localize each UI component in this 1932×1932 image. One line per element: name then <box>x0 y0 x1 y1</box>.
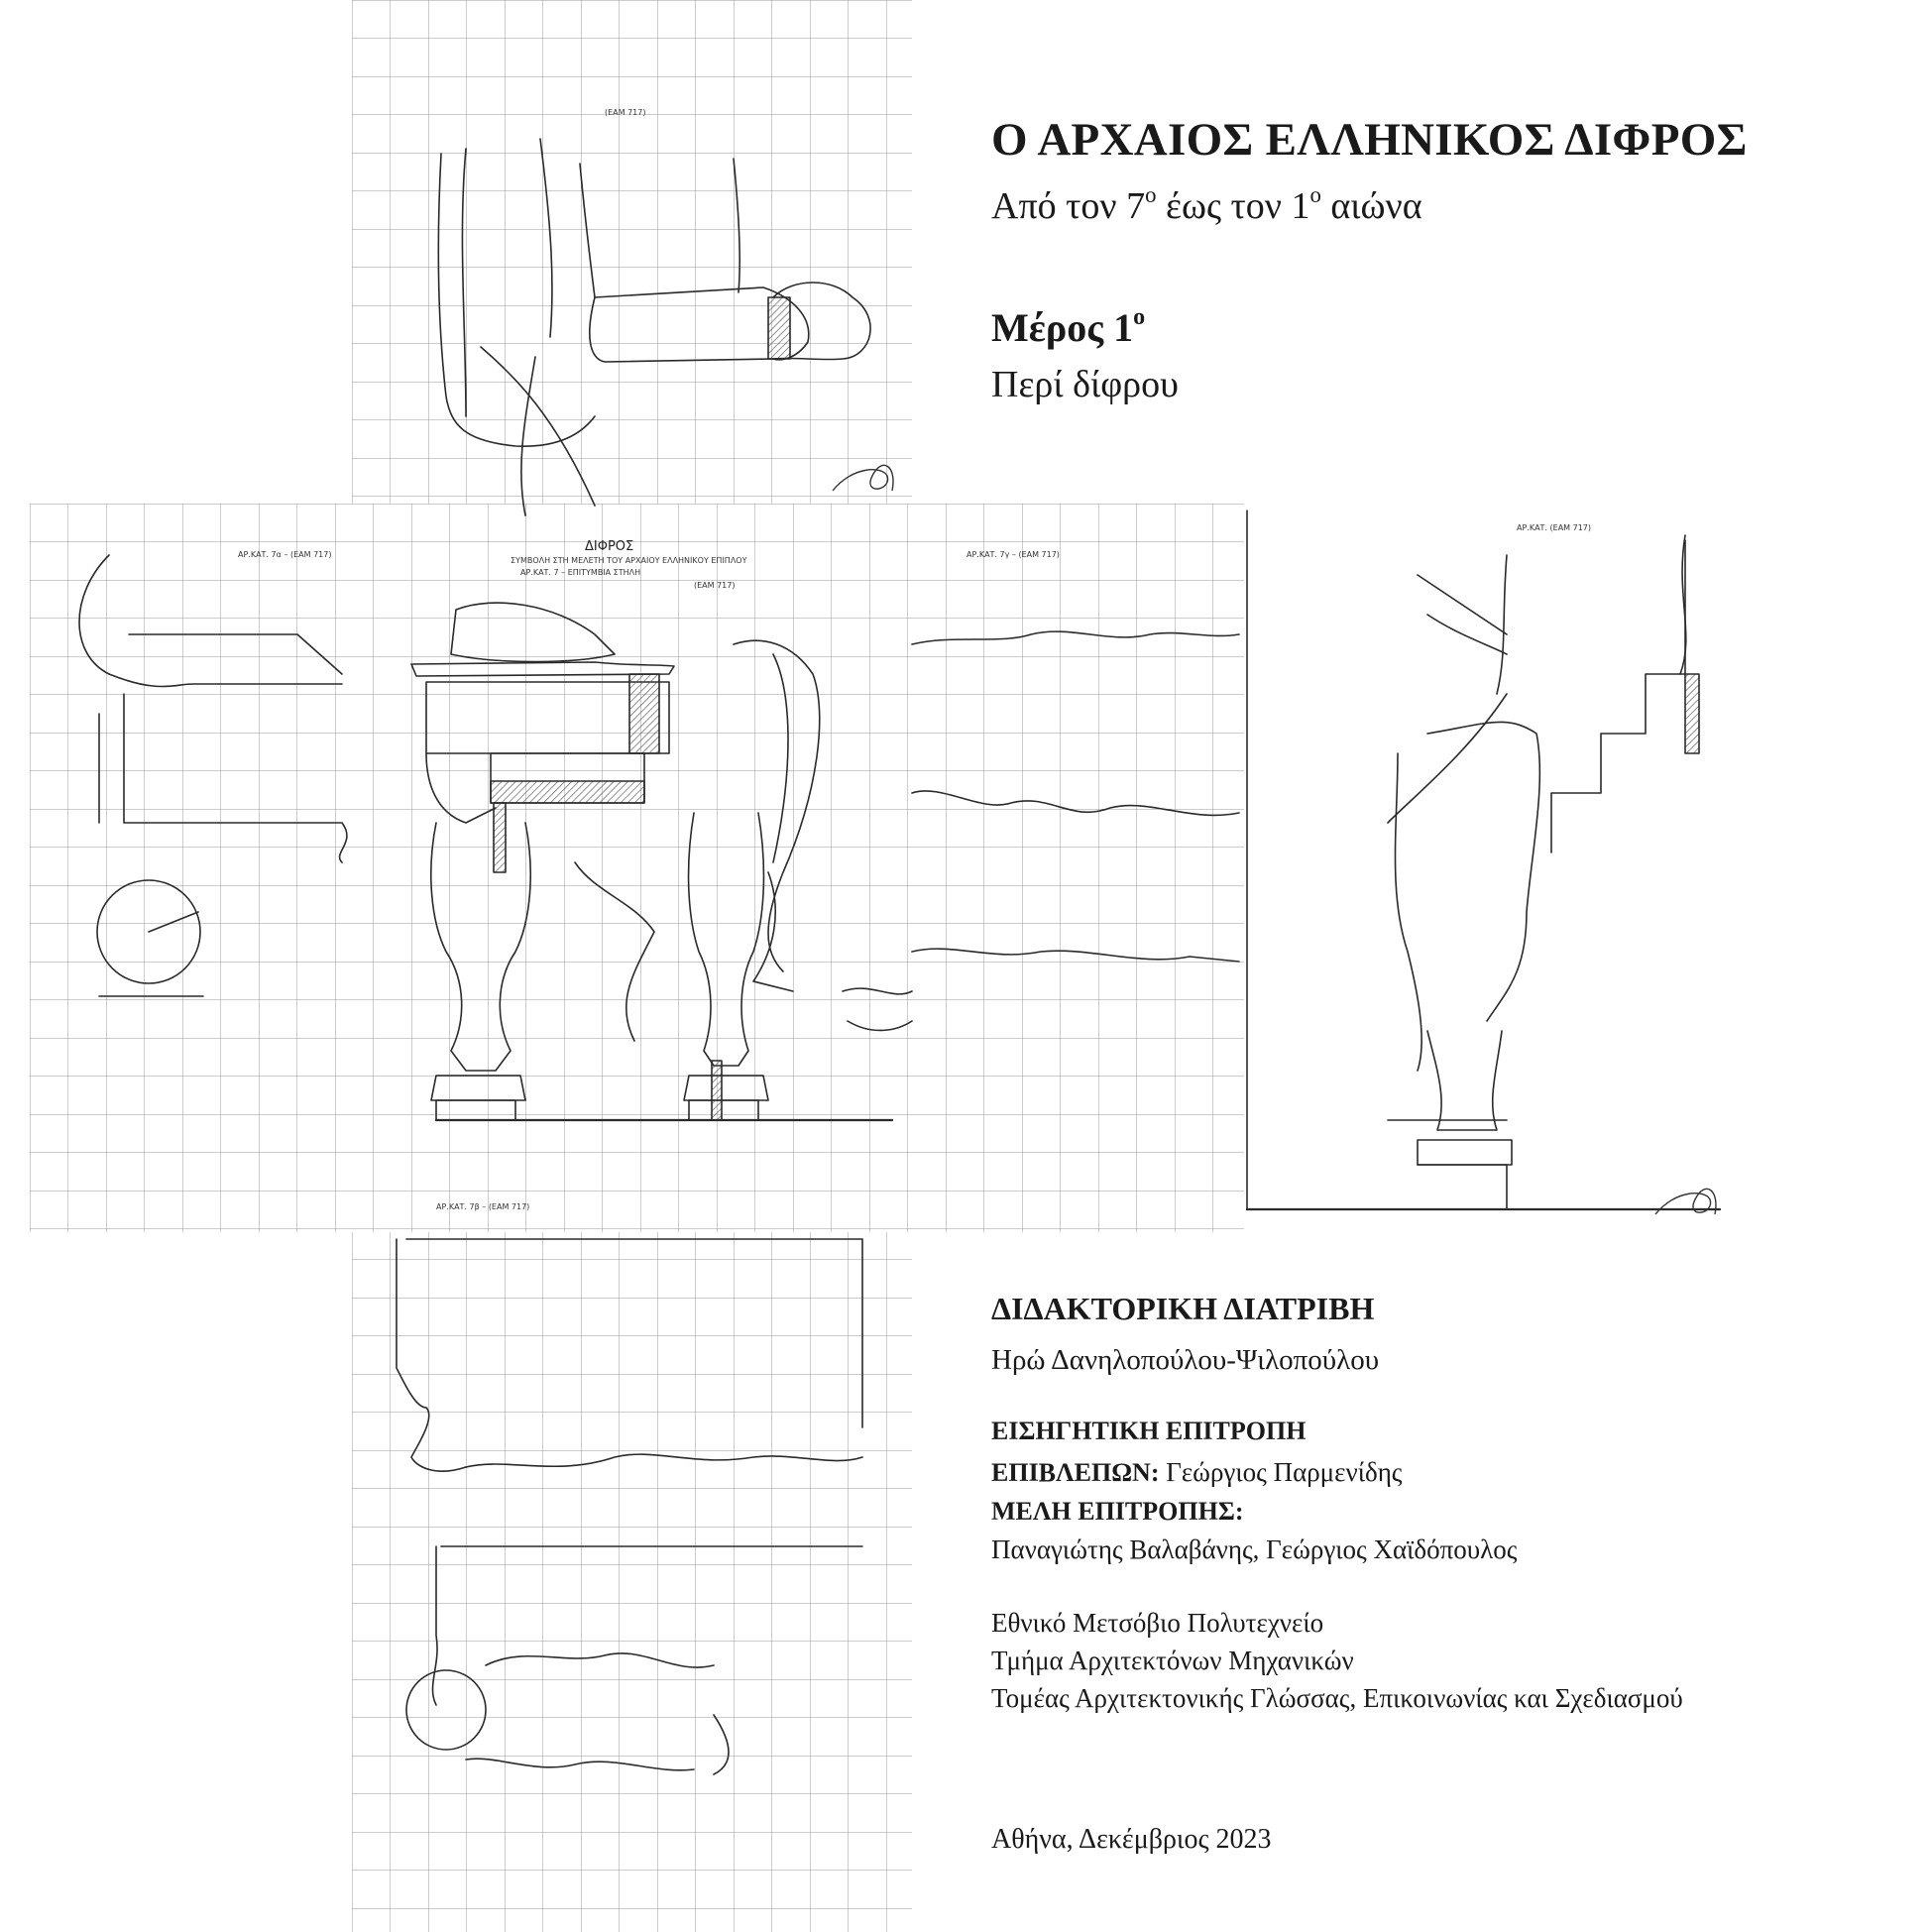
sheet-title: ΔΙΦΡΟΣ <box>585 539 633 554</box>
svg-text:ΑΡ.ΚΑΤ. 7β – (ΕΑΜ 717): ΑΡ.ΚΑΤ. 7β – (ΕΑΜ 717) <box>436 1202 529 1211</box>
part-label: Μέρος 1ο <box>991 304 1146 350</box>
page-subtitle: Από τον 7ο έως τον 1ο αιώνα <box>991 182 1422 227</box>
svg-text:(ΕΑΜ 717): (ΕΑΜ 717) <box>694 581 735 590</box>
svg-text:ΑΡ.ΚΑΤ. 7 – ΕΠΙΤΥΜΒΙΑ ΣΤΗΛΗ: ΑΡ.ΚΑΤ. 7 – ΕΠΙΤΥΜΒΙΑ ΣΤΗΛΗ <box>520 568 640 577</box>
author-name: Ηρώ Δανηλοπούλου-Ψιλοπούλου <box>991 1344 1380 1376</box>
svg-text:ΑΡ.ΚΑΤ. (ΕΑΜ 717): ΑΡ.ΚΑΤ. (ΕΑΜ 717) <box>1517 523 1591 532</box>
svg-text:ΑΡ.ΚΑΤ. 7α – (ΕΑΜ 717): ΑΡ.ΚΑΤ. 7α – (ΕΑΜ 717) <box>238 550 331 559</box>
institution-school: Τμήμα Αρχιτεκτόνων Μηχανικών <box>991 1646 1354 1675</box>
part-subtitle: Περί δίφρου <box>991 364 1179 405</box>
committee-members: Παναγιώτης Βαλαβάνης, Γεώργιος Χαϊδόπουλ… <box>991 1534 1518 1564</box>
publication-date: Αθήνα, Δεκέμβριος 2023 <box>991 1824 1272 1855</box>
institution-university: Εθνικό Μετσόβιο Πολυτεχνείο <box>991 1608 1324 1638</box>
svg-text:ΑΡ.ΚΑΤ. 7γ – (ΕΑΜ 717): ΑΡ.ΚΑΤ. 7γ – (ΕΑΜ 717) <box>966 550 1060 559</box>
committee-heading: ΕΙΣΗΓΗΤΙΚΗ ΕΠΙΤΡΟΠΗ <box>991 1417 1307 1445</box>
supervisor-line: ΕΠΙΒΛΕΠΩΝ: Γεώργιος Παρμενίδης <box>991 1457 1403 1487</box>
signature-mark <box>1654 1188 1717 1215</box>
grid-panel-top <box>352 0 912 504</box>
members-label: ΜΕΛΗ ΕΠΙΤΡΟΠΗΣ: <box>991 1497 1244 1526</box>
svg-text:(ΕΑΜ 717): (ΕΑΜ 717) <box>605 108 645 117</box>
thesis-type: ΔΙΔΑΚΤΟΡΙΚΗ ΔΙΑΤΡΙΒΗ <box>991 1291 1375 1326</box>
svg-text:ΣΥΜΒΟΛΗ ΣΤΗ ΜΕΛΕΤΗ ΤΟΥ ΑΡΧΑΙΟΥ: ΣΥΜΒΟΛΗ ΣΤΗ ΜΕΛΕΤΗ ΤΟΥ ΑΡΧΑΙΟΥ ΕΛΛΗΝΙΚΟΥ… <box>511 556 747 565</box>
institution-division: Τομέας Αρχιτεκτονικής Γλώσσας, Επικοινων… <box>991 1683 1683 1713</box>
grid-panel-middle <box>30 504 1244 1232</box>
grid-panel-bottom <box>352 1232 912 1932</box>
signature-mark <box>832 464 894 492</box>
page-title: Ο ΑΡΧΑΙΟΣ ΕΛΛΗΝΙΚΟΣ ΔΙΦΡΟΣ <box>991 114 1748 166</box>
